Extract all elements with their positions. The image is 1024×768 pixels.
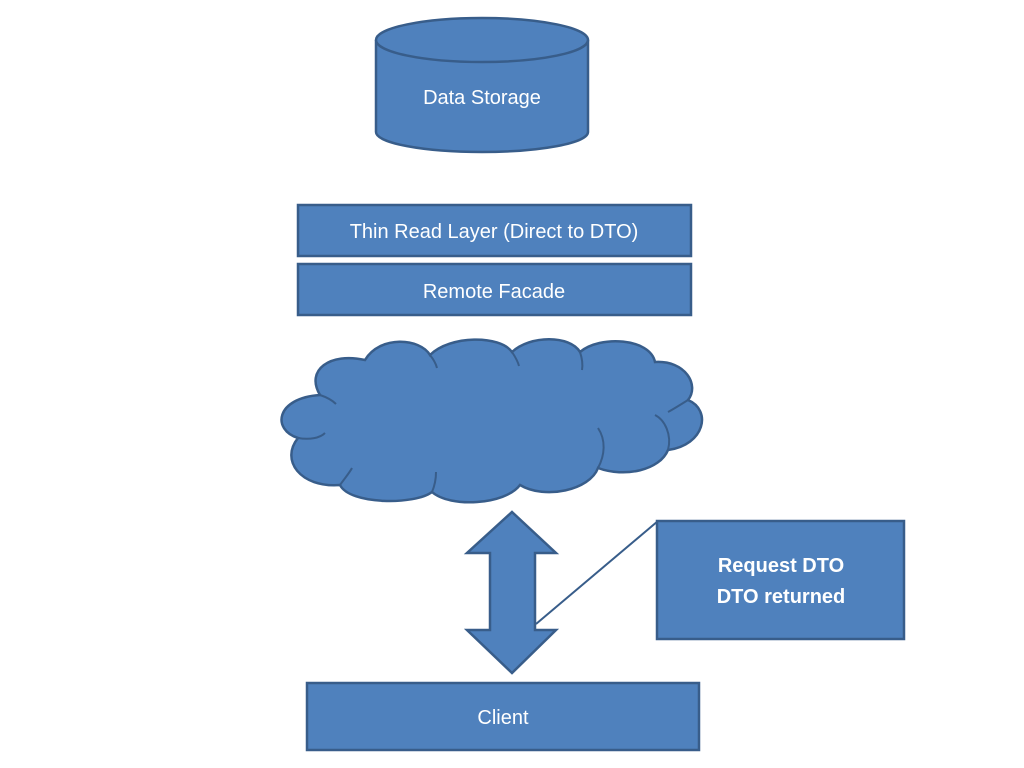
cloud-icon: [280, 338, 704, 504]
cylinder-body: [374, 40, 590, 154]
remote-facade-box: Remote Facade: [296, 262, 693, 317]
data-storage-label: Data Storage: [423, 87, 541, 109]
callout-line-returned: DTO returned: [717, 586, 846, 608]
cloud-inner-curve: [429, 354, 438, 369]
thin-read-layer-label: Thin Read Layer (Direct to DTO): [350, 221, 639, 243]
cloud-inner-curve: [597, 427, 605, 469]
client-box: Client: [305, 681, 701, 752]
client-rect: [305, 681, 701, 752]
callout-line-request: Request DTO: [718, 555, 844, 577]
thin-read-layer-rect: [296, 203, 693, 258]
callout-leader-line: [535, 520, 659, 625]
cloud-inner-curve: [579, 351, 584, 371]
cloud-inner-curve: [297, 432, 326, 440]
cloud-inner-curve: [319, 394, 337, 405]
callout-rect: [655, 519, 906, 641]
callout-box: Request DTO DTO returned: [655, 519, 906, 641]
cloud-inner-curve: [667, 399, 689, 413]
data-storage-cylinder: Data Storage: [374, 16, 590, 154]
cloud-inner-curve: [654, 414, 671, 451]
cloud-shape: [280, 338, 704, 504]
cylinder-top: [374, 16, 590, 64]
client-label: Client: [477, 707, 529, 729]
remote-facade-label: Remote Facade: [423, 281, 565, 303]
double-arrow-icon: [463, 510, 560, 675]
thin-read-layer-box: Thin Read Layer (Direct to DTO): [296, 203, 693, 258]
cloud-inner-curve: [431, 471, 437, 493]
remote-facade-rect: [296, 262, 693, 317]
cloud-inner-curve: [511, 351, 520, 367]
cloud-inner-curve: [339, 467, 353, 486]
